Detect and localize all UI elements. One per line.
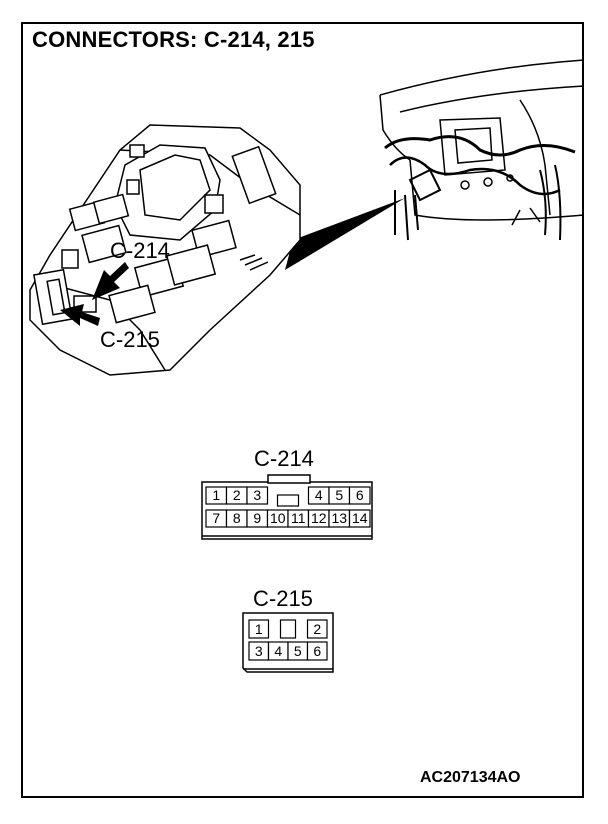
c214-pin-4-label: 4 — [315, 487, 323, 503]
c215-pin-4-label: 4 — [274, 643, 282, 659]
c215-pin-6-label: 6 — [313, 643, 321, 659]
c214-pin-7-label: 7 — [212, 510, 220, 526]
c215-pin-1-cell — [248, 619, 270, 639]
dashboard-inset — [379, 59, 585, 241]
c214-pin-2-label: 2 — [233, 487, 241, 503]
pointer-wedge — [285, 198, 405, 270]
c214-pin-13-label: 13 — [331, 510, 347, 526]
c215-callout-label: C-215 — [100, 327, 160, 352]
c214-callout-label: C-214 — [110, 238, 170, 263]
c214-pin-3-cell — [246, 486, 269, 505]
c214-arrow — [92, 262, 129, 300]
c214-pin-11-label: 11 — [291, 510, 306, 526]
c215-pin-3-label: 3 — [255, 643, 263, 659]
diagram-title: CONNECTORS: C-214, 215 — [32, 27, 315, 52]
c214-pin-10-label: 10 — [270, 510, 286, 526]
c215-key-cell — [279, 619, 297, 639]
c214-pin-8-label: 8 — [233, 510, 241, 526]
c215-pin-2-cell — [306, 619, 328, 639]
c215-pin-6-cell — [306, 641, 328, 661]
c214-pin-6-label: 6 — [356, 487, 364, 503]
c214-pin-12-label: 12 — [311, 510, 327, 526]
c214-pin-5-label: 5 — [335, 487, 343, 503]
c215-pin-2-label: 2 — [313, 621, 321, 637]
c215-pin-5-label: 5 — [294, 643, 302, 659]
c215-pin-1-label: 1 — [255, 621, 263, 637]
c214-pin-14-cell — [348, 509, 371, 528]
diagram-frame — [21, 22, 584, 798]
c214-pin-1-label: 1 — [212, 487, 220, 503]
junction-block — [29, 124, 301, 376]
c214-pin-3-label: 3 — [253, 487, 261, 503]
figure-code: AC207134AO — [420, 769, 521, 786]
c214-pin-9-label: 9 — [253, 510, 261, 526]
c214-pin-14-label: 14 — [352, 510, 368, 526]
c215-arrow — [60, 304, 100, 326]
c214-connector-name: C-214 — [254, 446, 314, 471]
c214-key-cell — [276, 494, 300, 507]
c214-pin-6-cell — [348, 486, 371, 505]
c215-connector-name: C-215 — [253, 586, 313, 611]
